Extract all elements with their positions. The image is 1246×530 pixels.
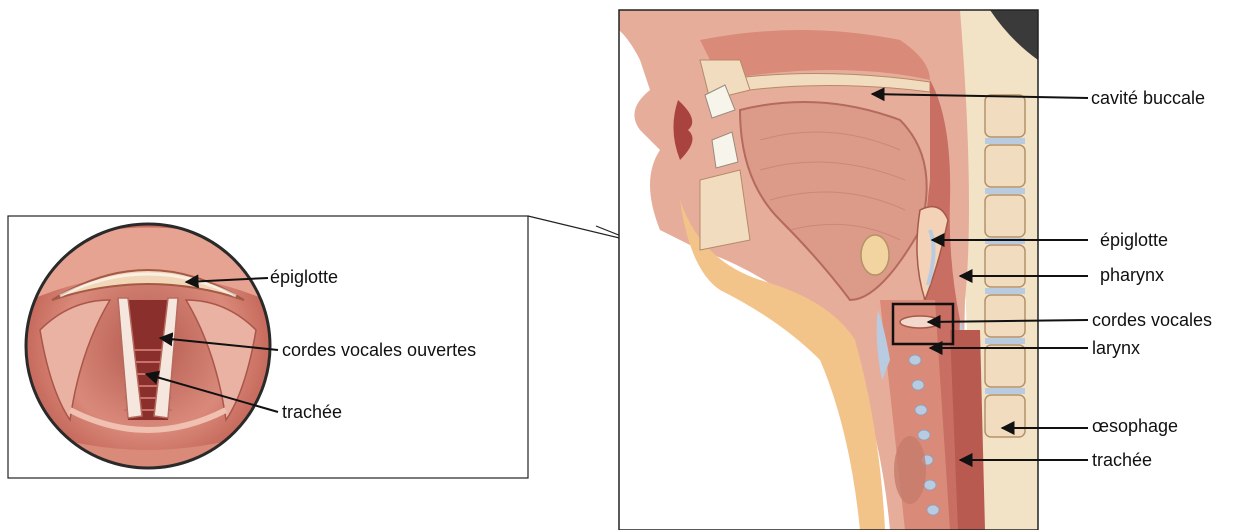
label-cavite-buccale: cavité buccale <box>1091 88 1205 108</box>
inset-label-trachee: trachée <box>282 402 342 422</box>
label-epiglotte: épiglotte <box>1100 230 1168 250</box>
inset-label-epiglotte: épiglotte <box>270 267 338 287</box>
label-pharynx: pharynx <box>1100 265 1164 285</box>
inset-label-cordes-vocales-ouvertes: cordes vocales ouvertes <box>282 340 476 360</box>
label-cordes-vocales: cordes vocales <box>1092 310 1212 330</box>
label-larynx: larynx <box>1092 338 1140 358</box>
sagittal-section <box>619 10 1038 530</box>
label-oesophage: œsophage <box>1092 416 1178 436</box>
label-trachee: trachée <box>1092 450 1152 470</box>
